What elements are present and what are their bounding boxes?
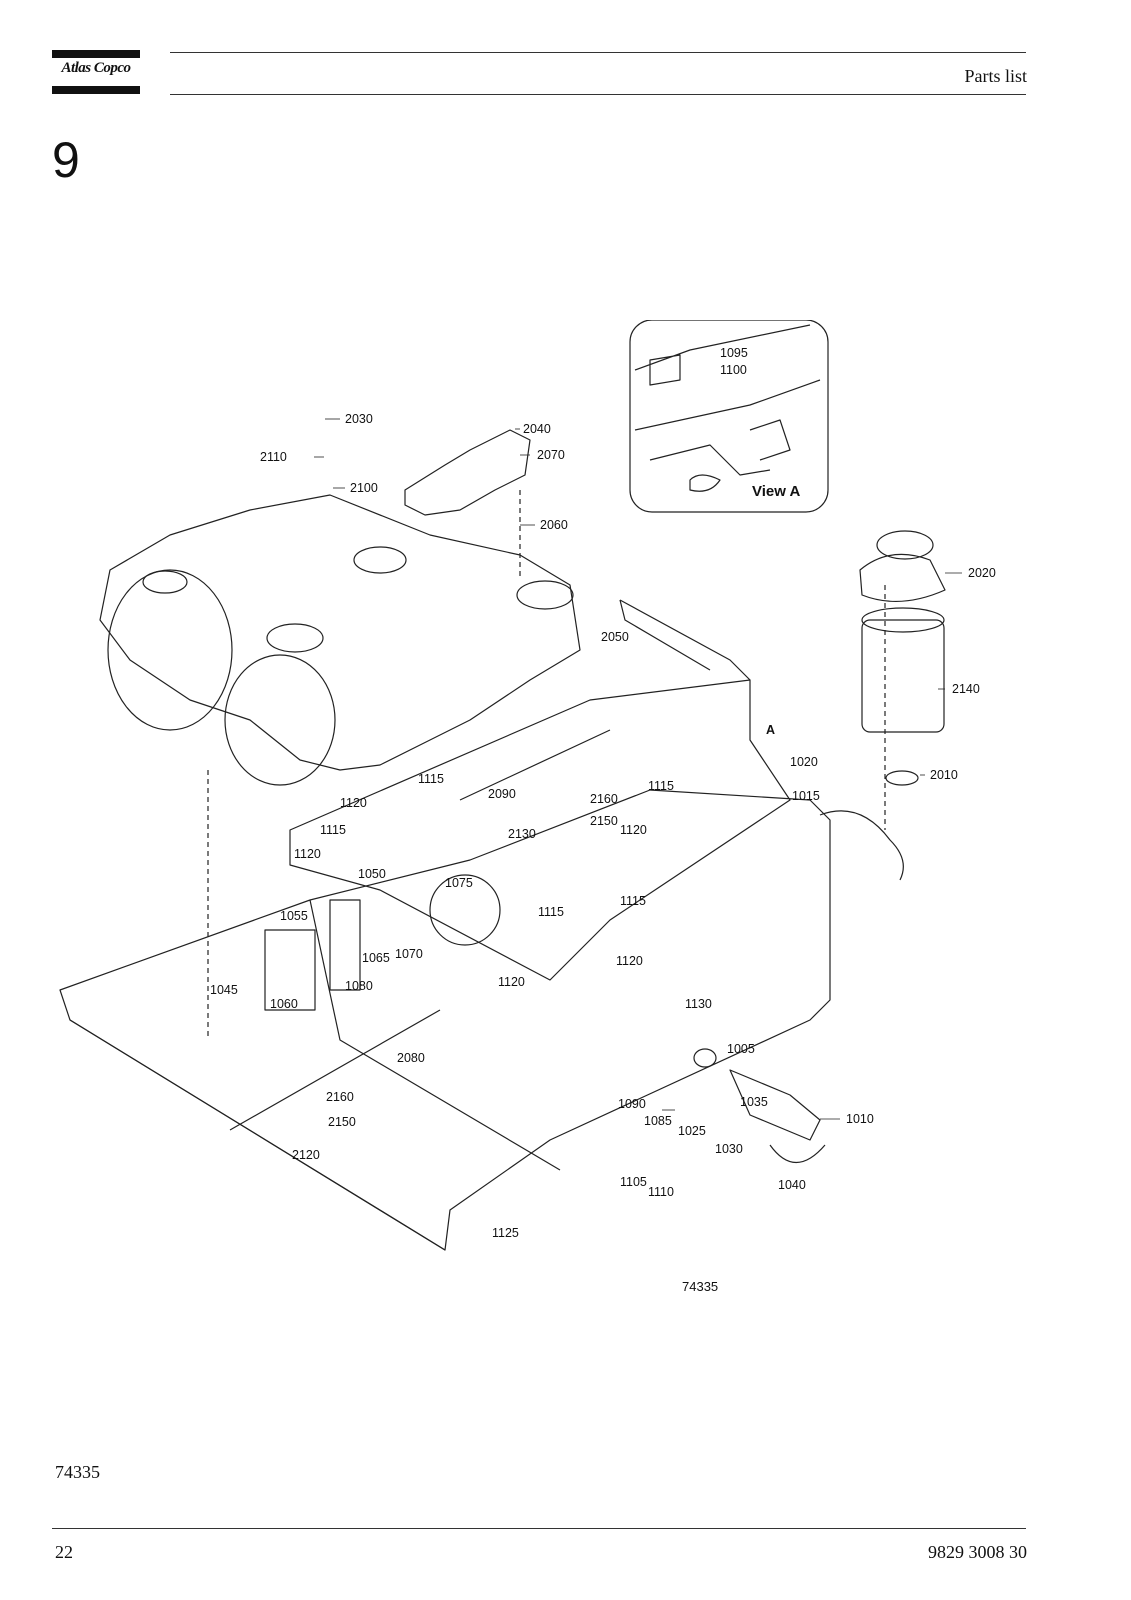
callout-1085: 1085 <box>644 1114 672 1128</box>
callout-1115-b: 1115 <box>648 779 674 793</box>
callout-1125: 1125 <box>492 1226 519 1240</box>
housing-end-plate-left <box>107 569 233 731</box>
atlas-copco-logo: Atlas Copco <box>52 50 140 94</box>
callout-1005: 1005 <box>727 1042 755 1056</box>
document-number: 9829 3008 30 <box>928 1542 1027 1562</box>
figure-caption: 74335 <box>682 1279 719 1294</box>
callout-1120-a: 1120 <box>340 796 367 810</box>
parts-diagram-svg: 1095 1100 2030 2040 2070 2110 2100 2060 … <box>59 319 996 1251</box>
callout-1050: 1050 <box>358 867 386 881</box>
callout-1100: 1100 <box>720 363 747 377</box>
housing-port-4 <box>142 570 188 594</box>
section-number: 9 <box>52 132 80 188</box>
callout-2060: 2060 <box>540 518 568 532</box>
assembly-guide-lines <box>207 490 886 1040</box>
callout-1060: 1060 <box>270 997 298 1011</box>
callout-2140: 2140 <box>952 682 980 696</box>
callout-1035: 1035 <box>740 1095 768 1109</box>
callout-2160-b: 2160 <box>326 1090 354 1104</box>
callout-1015: 1015 <box>792 789 820 803</box>
compressor-housing <box>99 494 581 771</box>
figure-reference: 74335 <box>55 1462 100 1482</box>
callout-1080: 1080 <box>345 979 373 993</box>
callout-2050: 2050 <box>601 630 629 644</box>
heater-1010 <box>729 1069 821 1141</box>
callout-2110: 2110 <box>260 450 287 464</box>
callout-1115-c: 1115 <box>320 823 346 837</box>
logo-text: Atlas Copco <box>61 60 131 76</box>
logo-bar-top <box>52 50 140 58</box>
callout-1065: 1065 <box>362 951 390 965</box>
housing-port-3 <box>516 580 574 610</box>
plate-1055 <box>329 899 361 991</box>
callout-1025: 1025 <box>678 1124 706 1138</box>
callout-1010: 1010 <box>846 1112 874 1126</box>
callout-1120-e: 1120 <box>498 975 525 989</box>
filter-top <box>861 607 945 633</box>
view-a-inset-frame <box>629 319 829 513</box>
callout-1020: 1020 <box>790 755 818 769</box>
view-a-marker: A <box>766 723 775 737</box>
detail-circle-1075 <box>429 874 501 946</box>
filter-element-2140 <box>861 619 945 733</box>
rails <box>229 729 611 1131</box>
filter-head-2020 <box>859 553 946 602</box>
logo-bar-bottom <box>52 86 140 94</box>
callout-1040: 1040 <box>778 1178 806 1192</box>
side-bracket-2050 <box>619 599 751 681</box>
callout-1030: 1030 <box>715 1142 743 1156</box>
exploded-parts-diagram: 1095 1100 2030 2040 2070 2110 2100 2060 … <box>50 319 1050 1300</box>
callout-1120-d: 1120 <box>616 954 643 968</box>
callout-2120: 2120 <box>292 1148 320 1162</box>
callout-leaders <box>314 418 962 1120</box>
motor-2070 <box>404 429 531 516</box>
callout-2160-a: 2160 <box>590 792 618 806</box>
callout-2080: 2080 <box>397 1051 425 1065</box>
callout-2010: 2010 <box>930 768 958 782</box>
callout-2070: 2070 <box>537 448 565 462</box>
filter-head-cap <box>876 530 934 560</box>
callout-1090: 1090 <box>618 1097 646 1111</box>
header-rule-bottom <box>170 94 1026 95</box>
callout-1075: 1075 <box>445 876 473 890</box>
callout-2030: 2030 <box>345 412 373 426</box>
housing-port-1 <box>266 623 324 653</box>
callout-1070: 1070 <box>395 947 423 961</box>
support-structure <box>289 679 791 981</box>
callout-1045: 1045 <box>210 983 238 997</box>
callout-2150-b: 2150 <box>328 1115 356 1129</box>
callout-2130: 2130 <box>508 827 536 841</box>
callout-2040: 2040 <box>523 422 551 436</box>
seal-ring-2010 <box>885 770 919 786</box>
callout-1120-c: 1120 <box>294 847 321 861</box>
ring-1005 <box>693 1048 717 1068</box>
callout-1105: 1105 <box>620 1175 647 1189</box>
callout-1110: 1110 <box>648 1185 674 1199</box>
callout-1055: 1055 <box>280 909 308 923</box>
page-number: 22 <box>55 1542 73 1562</box>
cable-1040 <box>769 1144 826 1163</box>
pipe-elbow <box>819 810 904 881</box>
base-frame <box>59 789 831 1251</box>
view-a-sketch <box>634 324 821 492</box>
callout-1115-d: 1115 <box>538 905 564 919</box>
callout-2020: 2020 <box>968 566 996 580</box>
base-frame-edges <box>69 899 561 1251</box>
header-title: Parts list <box>964 66 1027 86</box>
callout-1095: 1095 <box>720 346 748 360</box>
callout-1120-b: 1120 <box>620 823 647 837</box>
housing-port-2 <box>353 546 407 574</box>
callout-1115-a: 1115 <box>418 772 444 786</box>
footer-rule <box>52 1528 1026 1529</box>
callout-1115-e: 1115 <box>620 894 646 908</box>
callout-2150-a: 2150 <box>590 814 618 828</box>
view-a-label: View A <box>752 483 801 500</box>
part-callouts: 1095 1100 2030 2040 2070 2110 2100 2060 … <box>210 346 996 1240</box>
callout-1130: 1130 <box>685 997 712 1011</box>
header-rule-top <box>170 52 1026 53</box>
callout-2090: 2090 <box>488 787 516 801</box>
callout-2100: 2100 <box>350 481 378 495</box>
bracket-1045 <box>264 929 316 1011</box>
housing-end-plate-right <box>224 654 336 786</box>
